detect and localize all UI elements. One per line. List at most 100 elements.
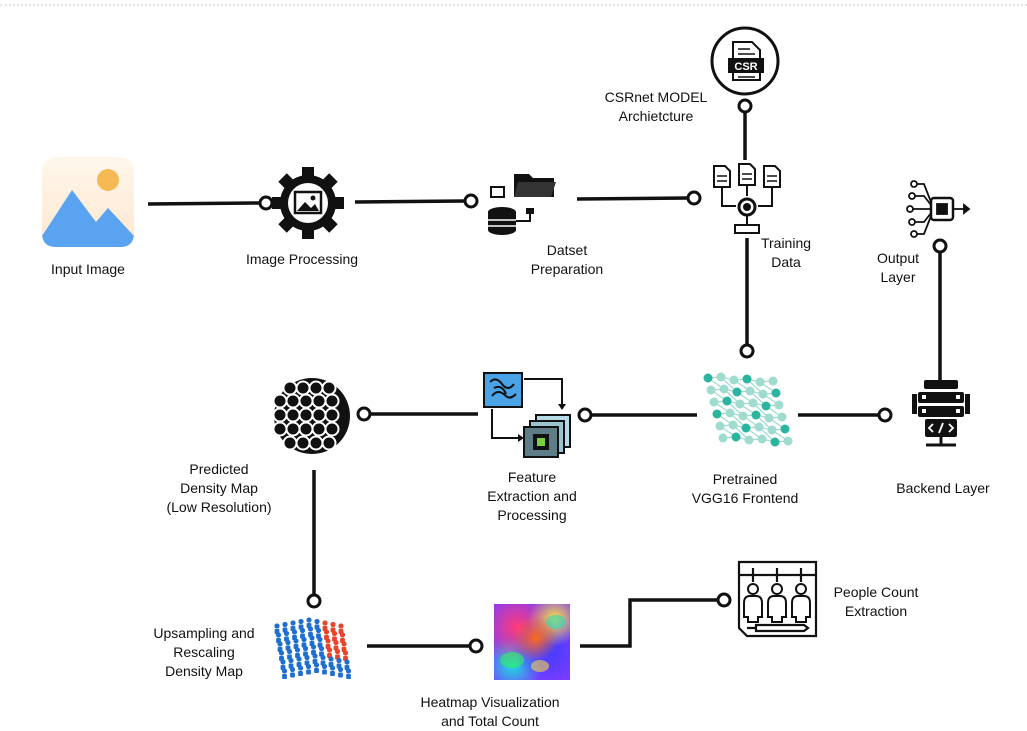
crowd-body bbox=[346, 674, 351, 679]
crowd-head bbox=[336, 657, 342, 664]
crowd-head bbox=[320, 654, 326, 661]
label-line: Preparation bbox=[530, 261, 604, 277]
label-line: VGG16 Frontend bbox=[691, 490, 799, 506]
crowd-head bbox=[290, 620, 296, 626]
connectors bbox=[147, 112, 942, 648]
crowd-head bbox=[312, 653, 318, 659]
label-line: People Count bbox=[833, 584, 919, 600]
label-line: Upsampling and bbox=[153, 625, 255, 641]
crowd-head bbox=[275, 632, 282, 638]
crowd-head bbox=[317, 636, 323, 643]
endpoint bbox=[258, 195, 274, 211]
label-line: Extraction and bbox=[487, 488, 577, 504]
backend-server-code-icon bbox=[912, 380, 970, 447]
endpoint bbox=[737, 98, 753, 114]
node-label-image-processing: Image Processing bbox=[246, 250, 358, 269]
csr-file-icon: CSR bbox=[710, 26, 780, 96]
heatmap-icon bbox=[494, 604, 570, 680]
crowd-head bbox=[299, 627, 306, 634]
connector-endpoints bbox=[258, 98, 948, 654]
endpoint bbox=[306, 593, 322, 609]
label-line: Image Processing bbox=[245, 251, 359, 267]
network-node bbox=[729, 375, 739, 385]
network-node bbox=[761, 401, 771, 411]
person-body bbox=[791, 595, 811, 623]
network-node bbox=[731, 432, 741, 442]
network-node bbox=[741, 423, 751, 433]
crowd-head bbox=[334, 648, 341, 655]
network-node bbox=[716, 372, 726, 382]
predicted-density-map-icon bbox=[272, 378, 350, 454]
connector-dataset-to-training bbox=[576, 196, 689, 201]
crowd-head bbox=[323, 629, 330, 635]
network-node bbox=[767, 425, 777, 435]
crowd-head bbox=[289, 666, 296, 673]
network-node bbox=[715, 421, 725, 431]
label-line: Processing bbox=[497, 507, 567, 523]
endpoint bbox=[716, 592, 732, 608]
label-line: Datset bbox=[546, 242, 588, 258]
network-node bbox=[709, 397, 719, 407]
crowd-head bbox=[329, 665, 336, 671]
crowd-head bbox=[282, 621, 288, 628]
crowd-head bbox=[315, 627, 322, 634]
crowd-head bbox=[307, 626, 314, 632]
label-line: Archietcture bbox=[618, 108, 694, 124]
network-node bbox=[768, 376, 778, 386]
crowd-head bbox=[333, 639, 339, 646]
network-node bbox=[722, 396, 732, 406]
network-node bbox=[718, 433, 728, 443]
network-node bbox=[735, 399, 745, 409]
crowd-head bbox=[286, 648, 293, 655]
dataset-folder-database-icon bbox=[488, 174, 556, 235]
network-node bbox=[783, 436, 793, 446]
person-head bbox=[747, 583, 759, 595]
crowd-head bbox=[313, 662, 320, 668]
label-line: Backend Layer bbox=[896, 480, 990, 496]
crowd-body bbox=[290, 672, 295, 678]
network-node bbox=[764, 413, 774, 423]
training-data-documents-gear-icon bbox=[713, 163, 781, 234]
person-head bbox=[795, 583, 807, 595]
label-line: Extraction bbox=[844, 603, 908, 619]
label-line: Layer bbox=[880, 269, 916, 285]
image-processing-gear-icon bbox=[272, 167, 344, 239]
label-line: Rescaling bbox=[173, 644, 235, 660]
crowd-body bbox=[282, 674, 287, 679]
crowd-head bbox=[328, 656, 334, 662]
network-node bbox=[751, 410, 761, 420]
crowd-body bbox=[314, 668, 319, 673]
network-node bbox=[703, 373, 713, 383]
connector-processing-to-dataset bbox=[354, 199, 466, 204]
network-node bbox=[706, 385, 716, 395]
person-body bbox=[743, 595, 763, 623]
crowd-head bbox=[288, 657, 294, 664]
crowd-body bbox=[298, 671, 303, 676]
network-node bbox=[777, 412, 787, 422]
crowd-head bbox=[337, 666, 344, 673]
endpoint bbox=[356, 406, 372, 422]
crowd-head bbox=[322, 620, 328, 626]
label-line: Density Map bbox=[180, 480, 258, 496]
node-label-csrnet-model: CSRnet MODEL Archietcture bbox=[605, 88, 708, 126]
csr-icon-text: CSR bbox=[734, 61, 757, 73]
crowd-head bbox=[306, 617, 312, 623]
endpoint bbox=[577, 407, 593, 423]
network-node bbox=[744, 435, 754, 445]
upsampling-crowd-icon bbox=[274, 617, 352, 679]
network-node bbox=[755, 377, 765, 387]
label-line: CSRnet MODEL bbox=[604, 89, 708, 105]
crowd-head bbox=[310, 644, 317, 650]
crowd-head bbox=[338, 623, 344, 629]
network-node bbox=[770, 437, 780, 447]
label-line: (Low Resolution) bbox=[166, 499, 272, 515]
node-label-input-image: Input Image bbox=[51, 260, 125, 279]
crowd-head bbox=[341, 641, 347, 647]
endpoint bbox=[877, 407, 893, 423]
label-line: Data bbox=[771, 254, 801, 270]
